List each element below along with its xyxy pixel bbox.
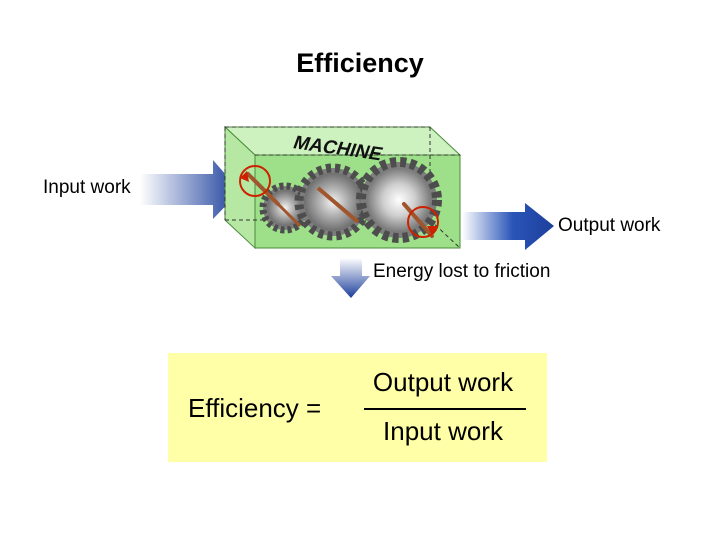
efficiency-formula-box: Efficiency = Output work Input work [168,353,547,462]
input-work-label: Input work [43,177,131,198]
output-work-label: Output work [558,215,661,236]
friction-label: Energy lost to friction [373,261,551,282]
friction-loss-arrow [331,258,370,298]
gear-train [246,157,442,243]
friction-marker-input [239,165,271,197]
input-work-arrow [140,160,240,219]
formula-lhs: Efficiency = [188,393,322,423]
formula-denominator: Input work [383,416,503,446]
friction-marker-output [407,206,439,238]
fraction-bar [364,408,526,410]
formula-numerator: Output work [372,367,514,397]
output-work-arrow [462,203,554,250]
slide-title: Efficiency [296,48,424,78]
